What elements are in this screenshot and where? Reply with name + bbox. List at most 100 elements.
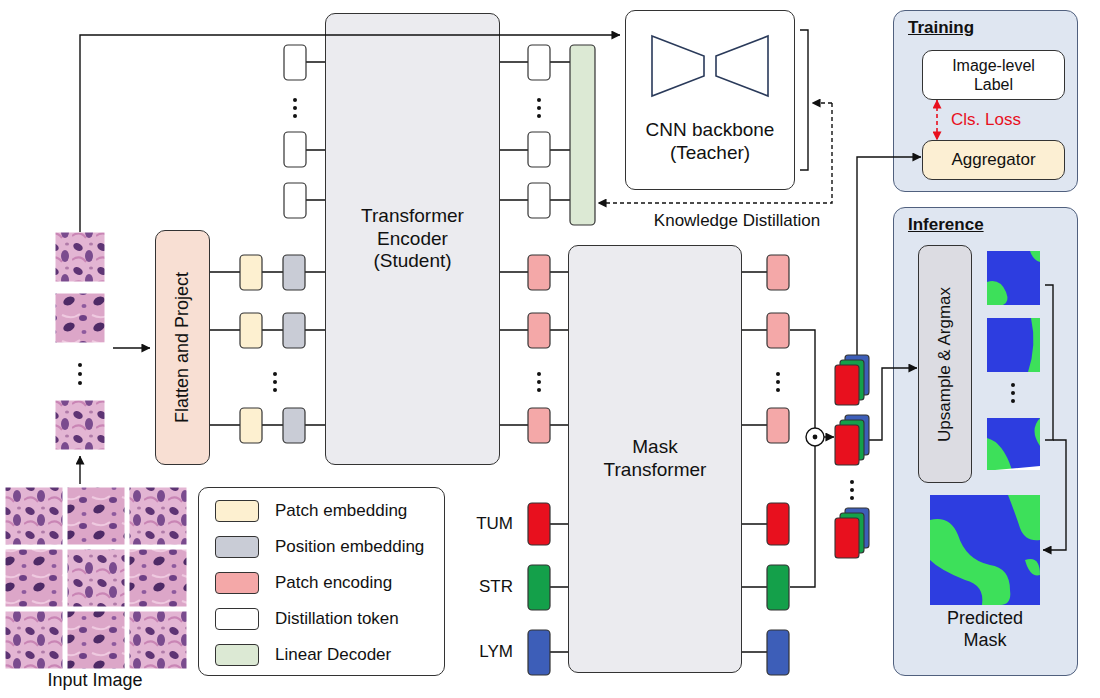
dot (537, 388, 541, 392)
wire (742, 272, 767, 652)
tokens (240, 45, 789, 675)
legend-swatch (215, 608, 259, 630)
image-caption: Predicted Mask (930, 608, 1040, 651)
legend-row: Patch encoding (215, 572, 392, 594)
dashed-arrow (812, 102, 832, 103)
image-patch (5, 611, 63, 669)
image-patch (129, 487, 187, 545)
patch-encoding (528, 255, 550, 290)
dot (813, 435, 818, 440)
position-embedding (283, 408, 305, 443)
class-label: STR (479, 577, 513, 597)
class-label: TUM (476, 514, 513, 534)
image-patch (55, 293, 105, 343)
patch-embedding (240, 408, 262, 443)
dot (776, 380, 780, 384)
legend-row: Linear Decoder (215, 644, 391, 666)
dot (850, 496, 854, 500)
patch-embedding (240, 313, 262, 348)
distillation-token (284, 183, 306, 218)
legend-text: Position embedding (275, 537, 424, 557)
dot (273, 372, 277, 376)
image-patch (129, 611, 187, 669)
mask-layer (835, 518, 859, 558)
dot (850, 480, 854, 484)
mask-layer (835, 425, 859, 465)
dot (537, 98, 541, 102)
box-text: Upsample & Argmax (935, 287, 955, 442)
arrow (113, 347, 150, 348)
position-embedding (283, 313, 305, 348)
class-label: LYM (479, 642, 513, 662)
box-text: CNN backbone (Teacher) (640, 119, 780, 165)
legend-row: Position embedding (215, 536, 424, 558)
mask-layer (840, 513, 864, 553)
legend-swatch (215, 500, 259, 522)
edge-label: Cls. Loss (951, 110, 1021, 130)
distillation-token (284, 132, 306, 167)
bracket (800, 30, 808, 170)
dot (293, 98, 297, 102)
mask-layer (840, 420, 864, 460)
annotation: Knowledge Distillation (654, 211, 820, 231)
dot (776, 372, 780, 376)
image-patch (5, 549, 63, 607)
dot (537, 380, 541, 384)
process-box: Upsample & Argmax (918, 245, 972, 483)
image-caption: Input Image (47, 670, 142, 692)
encoder-box: Transformer Encoder (Student) (325, 13, 500, 465)
linear-decoder (570, 45, 595, 225)
dot (273, 380, 277, 384)
mask-transformer-box: Mask Transformer (568, 245, 742, 673)
image-patch (67, 487, 125, 545)
label-box: Image-level Label (922, 50, 1065, 100)
legend-text: Patch embedding (275, 501, 407, 521)
distillation-token (528, 132, 550, 167)
class-token (528, 565, 550, 610)
dot (850, 488, 854, 492)
mask-layer (840, 360, 864, 400)
arrow (824, 436, 834, 437)
legend-box: Patch embeddingPosition embeddingPatch e… (198, 487, 445, 676)
mask-stacks (835, 355, 869, 558)
dot (293, 106, 297, 110)
aggregator-box: Aggregator (922, 140, 1065, 180)
image-patch (55, 232, 105, 282)
dot (78, 372, 82, 376)
box-text: Image-level Label (939, 56, 1049, 94)
panel-heading: Inference (908, 215, 984, 235)
patch-encoding (767, 313, 789, 348)
image-patch (67, 549, 125, 607)
position-embedding (283, 255, 305, 290)
dot (273, 388, 277, 392)
patch-encoding (528, 408, 550, 443)
box-text: Mask Transformer (600, 436, 710, 482)
wire (550, 524, 568, 652)
legend-row: Patch embedding (215, 500, 407, 522)
wire (500, 62, 570, 200)
dot (78, 363, 82, 367)
image-patch (129, 549, 187, 607)
patch-encoding (528, 313, 550, 348)
circle (806, 428, 824, 446)
wire (500, 272, 568, 425)
patch-encoding (767, 408, 789, 443)
patch-embedding (240, 255, 262, 290)
odot-symbol (806, 428, 824, 446)
class-token (767, 630, 789, 675)
panel-heading: Training (908, 18, 974, 38)
legend-swatch (215, 644, 259, 666)
image-patch (5, 487, 63, 545)
wire (210, 272, 325, 425)
wire (306, 62, 325, 200)
image-patch (55, 400, 105, 450)
image-patch (67, 611, 125, 669)
dot (776, 388, 780, 392)
dot (537, 114, 541, 118)
legend-text: Linear Decoder (275, 645, 391, 665)
mask-layer (845, 508, 869, 548)
class-token (767, 565, 789, 610)
legend-text: Patch encoding (275, 573, 392, 593)
class-token (528, 503, 550, 545)
